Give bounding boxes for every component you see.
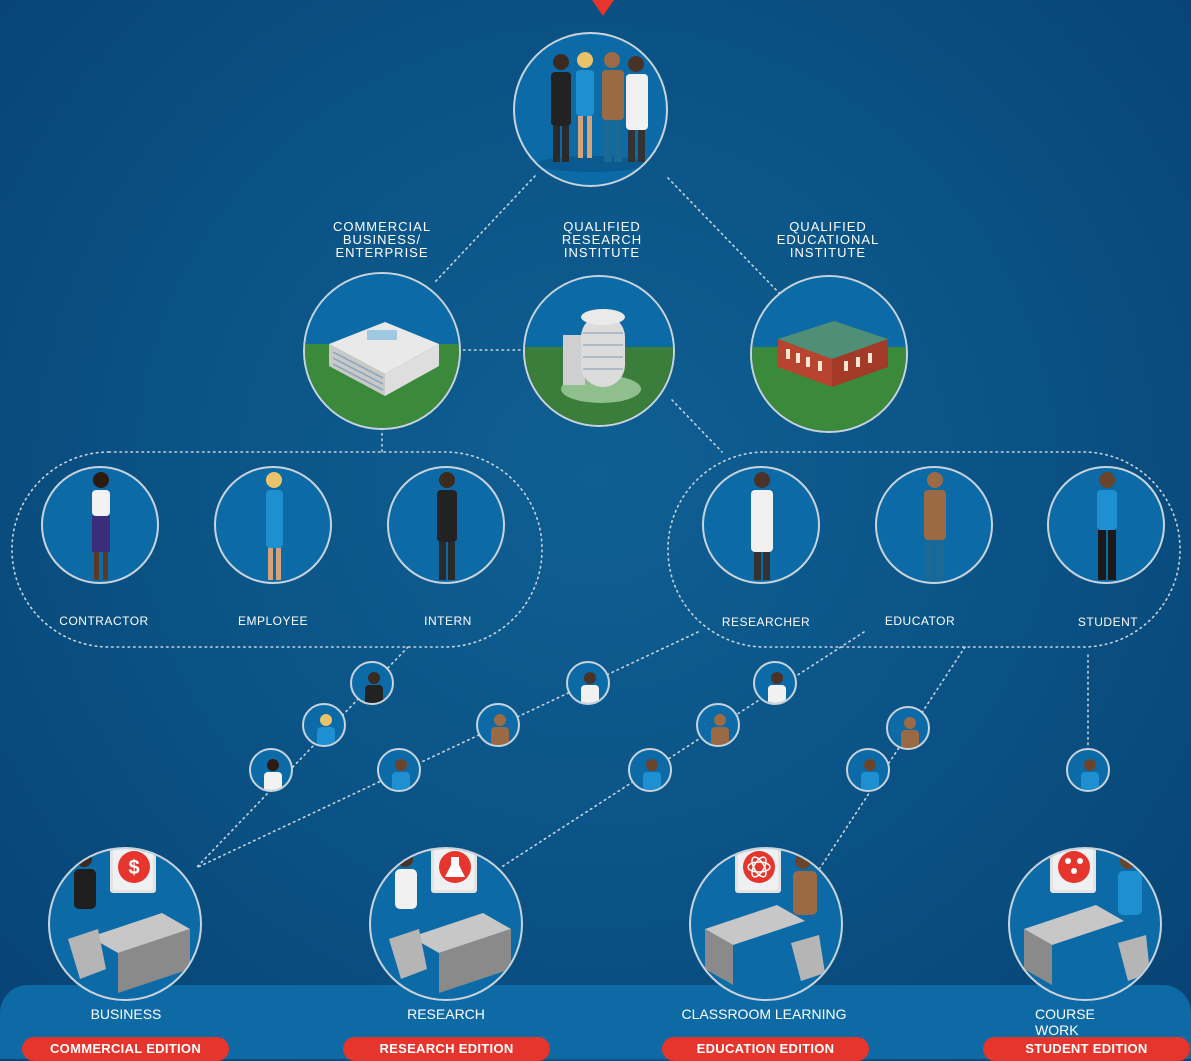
avatar-educator-1 bbox=[476, 703, 520, 747]
avatar-student-3 bbox=[846, 748, 890, 792]
school-building-icon bbox=[752, 277, 906, 431]
molecule-icon bbox=[1058, 851, 1090, 883]
desk-scene-business: $ bbox=[68, 849, 190, 993]
business-workstation-circle: $ bbox=[48, 847, 202, 1001]
dollar-icon bbox=[118, 851, 150, 883]
avatar-intern bbox=[350, 661, 394, 705]
intern-person-icon bbox=[437, 472, 457, 580]
role-label-intern: INTERN bbox=[424, 614, 472, 628]
use-label-classroom: CLASSROOM LEARNING bbox=[681, 1006, 847, 1022]
research-workstation-circle bbox=[369, 847, 523, 1001]
researcher-person-icon bbox=[751, 472, 773, 580]
commercial-edition-button[interactable]: COMMERCIAL EDITION bbox=[22, 1037, 229, 1061]
avatar-student-1 bbox=[377, 748, 421, 792]
student-circle bbox=[1047, 466, 1165, 584]
use-label-business: BUSINESS bbox=[90, 1006, 162, 1022]
avatar-researcher-1 bbox=[566, 661, 610, 705]
education-edition-button[interactable]: EDUCATION EDITION bbox=[662, 1037, 869, 1061]
educational-institution-label: QUALIFIED EDUCATIONAL INSTITUTE bbox=[777, 220, 880, 259]
classroom-workstation-circle bbox=[689, 847, 843, 1001]
employee-person-icon bbox=[266, 472, 283, 580]
contractor-circle bbox=[41, 466, 159, 584]
business-roles-group bbox=[11, 451, 543, 648]
avatar-educator-2 bbox=[696, 703, 740, 747]
coursework-workstation-circle bbox=[1008, 847, 1162, 1001]
role-label-employee: EMPLOYEE bbox=[237, 614, 309, 628]
role-label-researcher: RESEARCHER bbox=[721, 615, 811, 629]
people-group-icon bbox=[537, 52, 648, 172]
educator-person-icon bbox=[924, 472, 946, 580]
desk-scene-classroom bbox=[705, 849, 825, 985]
researcher-circle bbox=[702, 466, 820, 584]
desk-scene-coursework bbox=[1024, 849, 1150, 985]
desk-scene-research bbox=[389, 849, 511, 993]
office-building-icon bbox=[305, 274, 459, 428]
atom-icon bbox=[743, 851, 775, 883]
commercial-building-circle bbox=[303, 272, 461, 430]
avatar-educator-3 bbox=[886, 706, 930, 750]
avatar-student-2 bbox=[628, 748, 672, 792]
student-edition-button[interactable]: STUDENT EDITION bbox=[983, 1037, 1190, 1061]
commercial-institution-label: COMMERCIAL BUSINESS/ ENTERPRISE bbox=[333, 220, 431, 259]
role-label-educator: EDUCATOR bbox=[884, 614, 956, 628]
educational-building-circle bbox=[750, 275, 908, 433]
intern-circle bbox=[387, 466, 505, 584]
top-indicator-arrow bbox=[592, 0, 614, 16]
avatar-employee bbox=[302, 703, 346, 747]
educator-circle bbox=[875, 466, 993, 584]
educational-label-text: QUALIFIED EDUCATIONAL INSTITUTE bbox=[776, 219, 880, 260]
research-edition-button[interactable]: RESEARCH EDITION bbox=[343, 1037, 550, 1061]
role-label-contractor: CONTRACTOR bbox=[59, 614, 149, 628]
all-users-circle bbox=[513, 32, 668, 187]
svg-text:$: $ bbox=[128, 857, 139, 879]
avatar-contractor bbox=[249, 748, 293, 792]
role-label-student: STUDENT bbox=[1077, 615, 1139, 629]
research-tower-icon bbox=[525, 277, 673, 425]
research-label-text: QUALIFIED RESEARCH INSTITUTE bbox=[561, 219, 643, 260]
contractor-person-icon bbox=[92, 472, 110, 580]
research-institution-label: QUALIFIED RESEARCH INSTITUTE bbox=[562, 220, 642, 259]
avatar-student-4 bbox=[1066, 748, 1110, 792]
research-building-circle bbox=[523, 275, 675, 427]
use-label-research: RESEARCH bbox=[407, 1006, 485, 1022]
student-person-icon bbox=[1097, 472, 1117, 580]
institute-roles-group bbox=[667, 451, 1181, 648]
avatar-researcher-2 bbox=[753, 661, 797, 705]
commercial-label-text: COMMERCIAL BUSINESS/ ENTERPRISE bbox=[332, 219, 432, 260]
use-label-coursework: COURSE WORK bbox=[1035, 1006, 1095, 1038]
employee-circle bbox=[214, 466, 332, 584]
